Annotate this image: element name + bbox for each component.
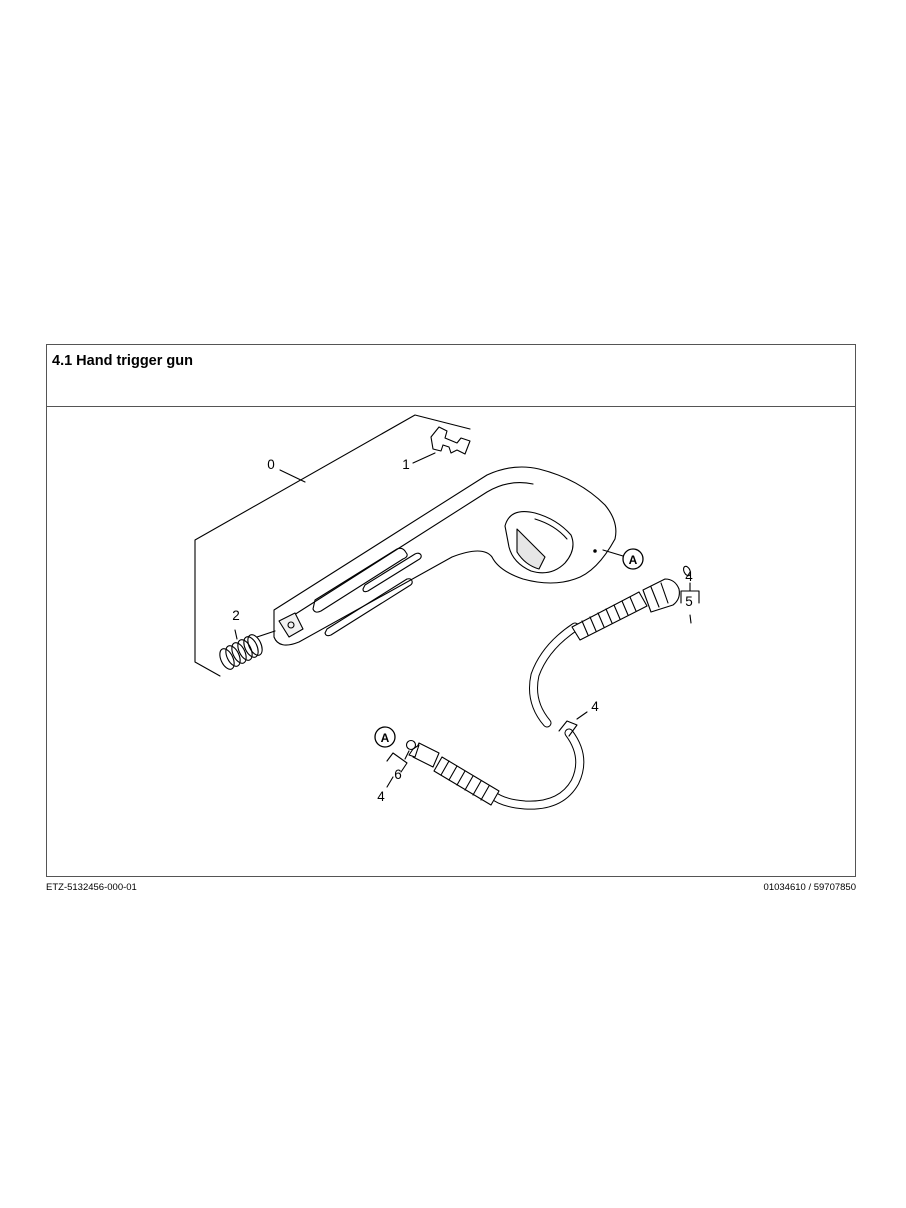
trigger-gun-body bbox=[273, 466, 617, 646]
callout-1: 1 bbox=[402, 457, 410, 472]
callout-bracket-6 bbox=[386, 752, 408, 773]
reference-a-hose: A bbox=[374, 726, 396, 748]
clip-part bbox=[430, 426, 471, 455]
callout-4-bottom: 4 bbox=[377, 789, 385, 804]
callout-6: 6 bbox=[394, 767, 402, 782]
reference-a-gun: A bbox=[622, 548, 644, 570]
high-pressure-hose bbox=[405, 565, 691, 810]
callout-0: 0 bbox=[267, 457, 275, 472]
footer-part-number: 01034610 / 59707850 bbox=[763, 882, 856, 893]
diagram-frame: 4.1 Hand trigger gun bbox=[46, 344, 856, 877]
footer-document-id: ETZ-5132456-000-01 bbox=[46, 882, 137, 893]
page-title: 4.1 Hand trigger gun bbox=[52, 353, 193, 369]
title-bar: 4.1 Hand trigger gun bbox=[47, 345, 855, 407]
leader-0 bbox=[279, 469, 306, 483]
leader-1 bbox=[412, 452, 436, 464]
leader-ref-a-gun bbox=[602, 549, 624, 557]
assembly-bracket bbox=[194, 414, 471, 677]
leader-2 bbox=[234, 629, 238, 640]
reference-a-gun-label: A bbox=[629, 553, 638, 567]
callout-2: 2 bbox=[232, 608, 240, 623]
callout-5: 5 bbox=[685, 594, 693, 609]
callout-bracket-4-mid bbox=[558, 720, 578, 737]
exploded-parts-drawing: A A 0 1 2 4 5 4 6 4 bbox=[194, 414, 700, 810]
callout-4-top: 4 bbox=[685, 569, 693, 584]
reference-a-hose-label: A bbox=[381, 731, 390, 745]
callout-4-mid: 4 bbox=[591, 699, 599, 714]
spring-part bbox=[219, 630, 276, 670]
